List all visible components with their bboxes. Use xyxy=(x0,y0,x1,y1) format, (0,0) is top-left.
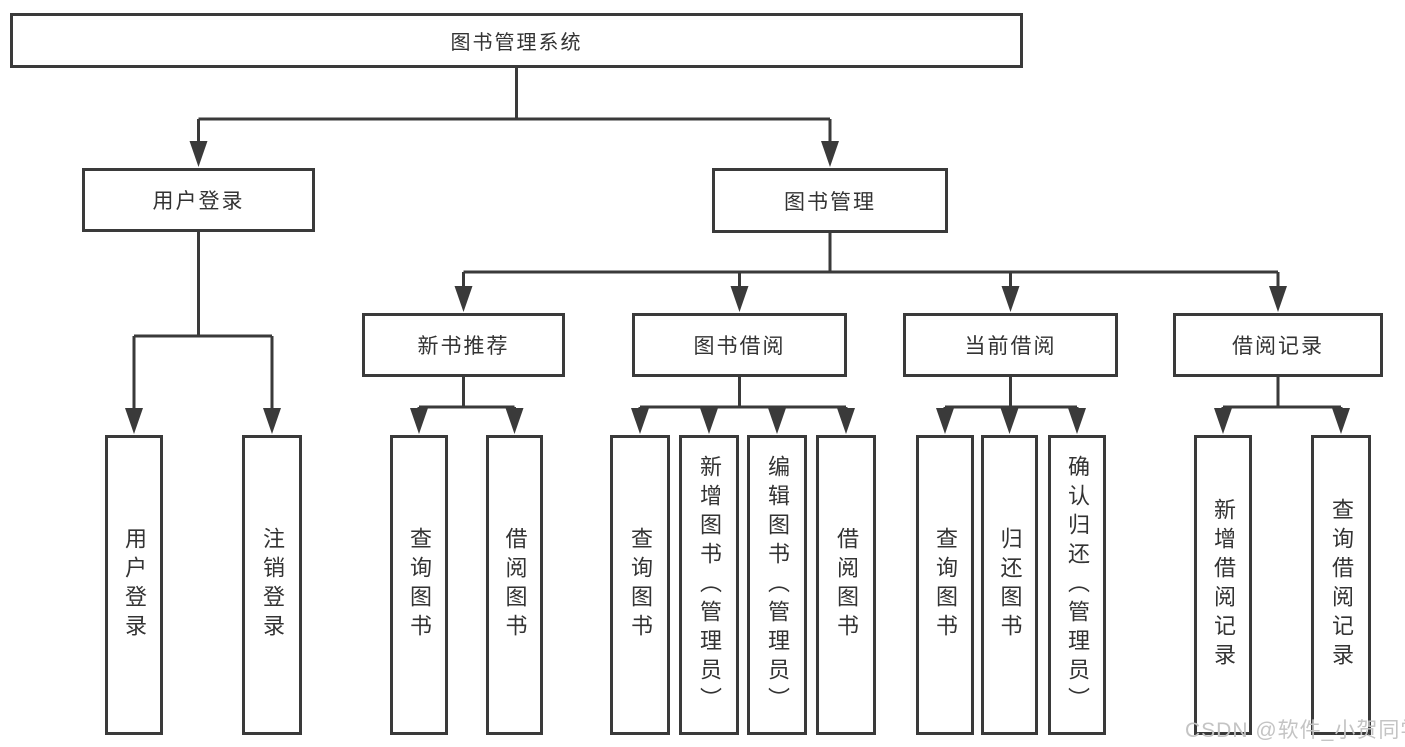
node-label: 新增图书（管理员） xyxy=(697,454,722,716)
node-borrowing-records: 借阅记录 xyxy=(1173,313,1383,377)
node-book-management-branch: 图书管理 xyxy=(712,168,948,233)
node-current-borrowing: 当前借阅 xyxy=(903,313,1118,377)
node-label: 新书推荐 xyxy=(417,335,510,358)
node-label: 用户登录 xyxy=(122,527,147,643)
node-label: 查询图书 xyxy=(628,527,653,643)
node-label: 借阅图书 xyxy=(834,527,859,643)
node-label: 图书管理系统 xyxy=(450,32,583,54)
node-label: 确认归还（管理员） xyxy=(1065,454,1090,716)
arrowhead-icons xyxy=(125,141,1350,434)
node-label: 编辑图书（管理员） xyxy=(765,454,790,716)
node-label: 用户登录 xyxy=(152,190,245,213)
leaf-query-books: 查询图书 xyxy=(610,435,670,735)
node-new-book-recommendation: 新书推荐 xyxy=(362,313,565,377)
node-library-management-system: 图书管理系统 xyxy=(10,13,1023,68)
node-user-login-branch: 用户登录 xyxy=(82,168,315,232)
leaf-borrow-books: 借阅图书 xyxy=(486,435,543,735)
node-label: 借阅图书 xyxy=(502,527,528,643)
node-book-borrowing: 图书借阅 xyxy=(632,313,847,377)
node-label: 注销登录 xyxy=(260,527,285,643)
node-label: 图书管理 xyxy=(784,190,876,214)
node-label: 新增借阅记录 xyxy=(1211,498,1236,672)
leaf-edit-books-admin: 编辑图书（管理员） xyxy=(747,435,807,735)
node-label: 查询图书 xyxy=(933,527,958,643)
node-label: 当前借阅 xyxy=(964,335,1057,358)
node-label: 借阅记录 xyxy=(1232,335,1324,358)
leaf-confirm-return-admin: 确认归还（管理员） xyxy=(1048,435,1106,735)
csdn-watermark: CSDN @软件_小贺同学 xyxy=(1185,719,1405,742)
leaf-return-books: 归还图书 xyxy=(981,435,1038,735)
node-label: 归还图书 xyxy=(997,527,1023,643)
node-label: 查询图书 xyxy=(407,527,432,643)
leaf-query-books: 查询图书 xyxy=(390,435,448,735)
leaf-user-login: 用户登录 xyxy=(105,435,163,735)
leaf-logout: 注销登录 xyxy=(242,435,302,735)
leaf-query-borrow-record: 查询借阅记录 xyxy=(1311,435,1371,735)
leaf-add-books-admin: 新增图书（管理员） xyxy=(679,435,739,735)
leaf-borrow-books: 借阅图书 xyxy=(816,435,876,735)
node-label: 图书借阅 xyxy=(693,335,786,358)
node-label: 查询借阅记录 xyxy=(1329,498,1354,672)
leaf-query-books: 查询图书 xyxy=(916,435,974,735)
leaf-add-borrow-record: 新增借阅记录 xyxy=(1194,435,1252,735)
